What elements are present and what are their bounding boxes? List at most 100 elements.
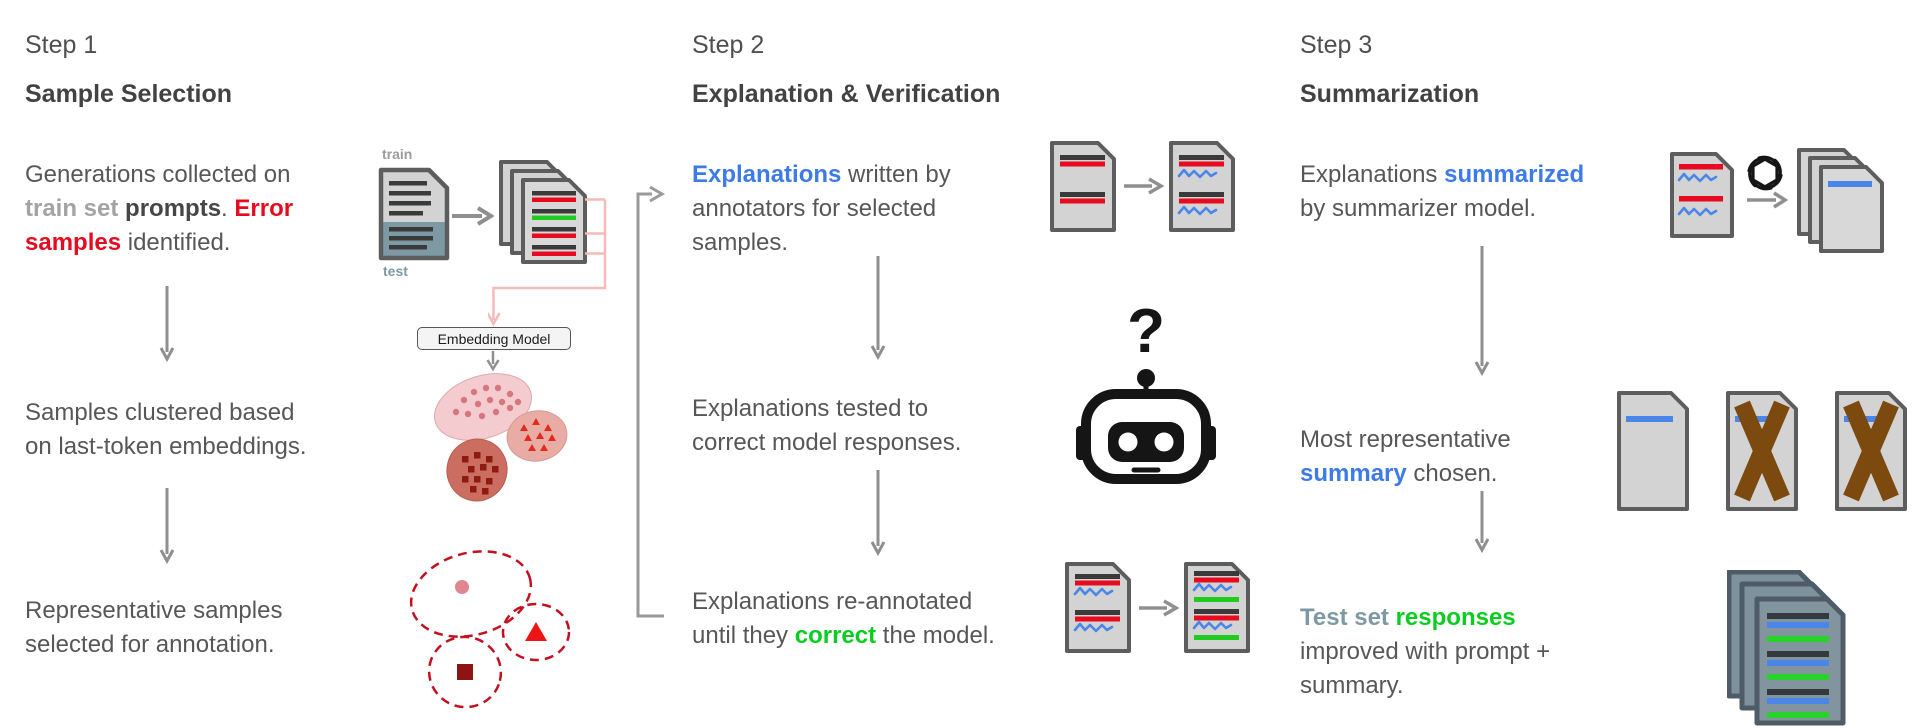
text-segment: samples. xyxy=(692,229,789,256)
text-segment: selected for annotation. xyxy=(25,631,275,658)
text-segment: Most representative xyxy=(1300,426,1511,453)
arrow-down-icon xyxy=(485,351,501,373)
text-segment: correct model responses. xyxy=(692,429,962,456)
text-line: samples identified. xyxy=(25,226,293,260)
text-segment: Representative samples xyxy=(25,597,283,624)
embedding-connector-icon xyxy=(488,186,618,334)
text-line: improved with prompt + xyxy=(1300,635,1550,669)
text-line: Generations collected on xyxy=(25,158,293,192)
arrow-down-icon xyxy=(870,256,886,362)
text-line: summary. xyxy=(1300,669,1550,703)
loop-arrow-icon xyxy=(628,184,674,624)
arrow-down-icon xyxy=(1474,246,1490,378)
x-mark-icon xyxy=(1843,400,1899,502)
text-segment: Explanations tested to xyxy=(692,395,929,422)
representative-samples-icon xyxy=(402,545,584,717)
text-line: annotators for selected xyxy=(692,192,951,226)
text-segment: Test set xyxy=(1300,604,1389,631)
text-segment: samples xyxy=(25,229,122,256)
step2-row1-text: Explanations written by annotators for se… xyxy=(692,158,951,260)
text-segment: on last-token embeddings. xyxy=(25,433,307,460)
arrow-down-icon xyxy=(1474,491,1490,555)
step3-row2-text: Most representative summary chosen. xyxy=(1300,423,1511,491)
text-line: by summarizer model. xyxy=(1300,192,1584,226)
text-line: Explanations summarized xyxy=(1300,158,1584,192)
step1-label: Step 1 xyxy=(25,31,98,59)
text-line: Representative samples xyxy=(25,594,282,628)
summaries-stack-icon xyxy=(1797,148,1884,253)
text-line: Samples clustered based xyxy=(25,396,307,430)
step3-title: Summarization xyxy=(1300,80,1480,108)
text-line: Test set responses xyxy=(1300,601,1550,635)
text-segment xyxy=(1389,604,1396,631)
text-segment: Error xyxy=(234,195,294,222)
text-line: selected for annotation. xyxy=(25,628,282,662)
embedding-model-box: Embedding Model xyxy=(417,327,571,350)
test-label: test xyxy=(383,263,408,279)
text-line: train set prompts. Error xyxy=(25,192,293,226)
openai-logo-icon xyxy=(1747,155,1783,191)
step3-row1-text: Explanations summarized by summarizer mod… xyxy=(1300,158,1584,226)
text-segment: train set xyxy=(25,195,119,222)
chosen-summary-doc-icon xyxy=(1617,391,1689,511)
text-segment: summary. xyxy=(1300,672,1404,699)
summarization-group-icon xyxy=(1666,144,1892,256)
text-segment: by summarizer model. xyxy=(1300,195,1537,222)
text-line: Explanations written by xyxy=(692,158,951,192)
arrow-down-icon xyxy=(870,470,886,558)
text-segment: identified. xyxy=(121,229,231,256)
embedding-clusters-icon xyxy=(428,368,596,510)
step2-row2-text: Explanations tested to correct model resp… xyxy=(692,392,961,460)
train-test-document-icon xyxy=(378,167,450,261)
rejected-summary-doc-icon xyxy=(1835,391,1907,511)
step1-title: Sample Selection xyxy=(25,80,233,108)
text-line: Explanations tested to xyxy=(692,392,961,426)
doc-pair-annotation-icon xyxy=(1048,140,1240,234)
step1-row1-text: Generations collected on train set prompt… xyxy=(25,158,293,260)
step1-row3-text: Representative samples selected for annot… xyxy=(25,594,282,662)
text-segment: Samples clustered based xyxy=(25,399,295,426)
text-segment: . xyxy=(221,195,235,222)
error-samples-stack-icon xyxy=(497,158,589,266)
step2-label: Step 2 xyxy=(692,31,765,59)
text-line: Most representative xyxy=(1300,423,1511,457)
rejected-summary-doc-icon xyxy=(1726,391,1798,511)
x-mark-icon xyxy=(1734,400,1790,502)
summary-selection-icon xyxy=(1612,388,1912,516)
text-line: samples. xyxy=(692,226,951,260)
text-line: Explanations re-annotated xyxy=(692,585,995,619)
step2-row3-text: Explanations re-annotated until they corr… xyxy=(692,585,995,653)
step3-label: Step 3 xyxy=(1300,31,1373,59)
text-segment: the model. xyxy=(876,622,995,649)
train-label: train xyxy=(382,146,413,162)
text-line: on last-token embeddings. xyxy=(25,430,307,464)
text-segment: Generations collected on xyxy=(25,161,291,188)
text-segment: until they xyxy=(692,622,795,649)
text-segment: correct xyxy=(794,622,877,649)
text-segment: annotators for selected xyxy=(692,195,937,222)
text-segment: Explanations re-annotated xyxy=(692,588,973,615)
arrow-down-icon xyxy=(159,488,175,566)
text-segment: responses xyxy=(1395,604,1516,631)
arrow-down-icon xyxy=(159,286,175,364)
step2-title: Explanation & Verification xyxy=(692,80,1001,108)
question-mark: ? xyxy=(1127,297,1165,366)
text-segment: Explanations xyxy=(692,161,842,188)
step1-row2-text: Samples clustered based on last-token emb… xyxy=(25,396,307,464)
text-line: until they correct the model. xyxy=(692,619,995,653)
text-segment: prompts xyxy=(125,195,222,222)
text-segment: chosen. xyxy=(1406,460,1498,487)
explanation-doc-icon xyxy=(1670,152,1734,238)
text-segment: summarized xyxy=(1444,161,1585,188)
doc-pair-correction-icon xyxy=(1063,561,1255,655)
text-segment: Explanations xyxy=(1300,161,1445,188)
text-line: summary chosen. xyxy=(1300,457,1511,491)
text-segment: written by xyxy=(841,161,951,188)
text-segment: summary xyxy=(1300,460,1407,487)
step3-row3-text: Test set responses improved with prompt +… xyxy=(1300,601,1550,703)
text-line: correct model responses. xyxy=(692,426,961,460)
test-responses-stack-icon xyxy=(1727,570,1851,728)
robot-icon: ? xyxy=(1076,288,1216,484)
text-segment: improved with prompt + xyxy=(1300,638,1551,665)
